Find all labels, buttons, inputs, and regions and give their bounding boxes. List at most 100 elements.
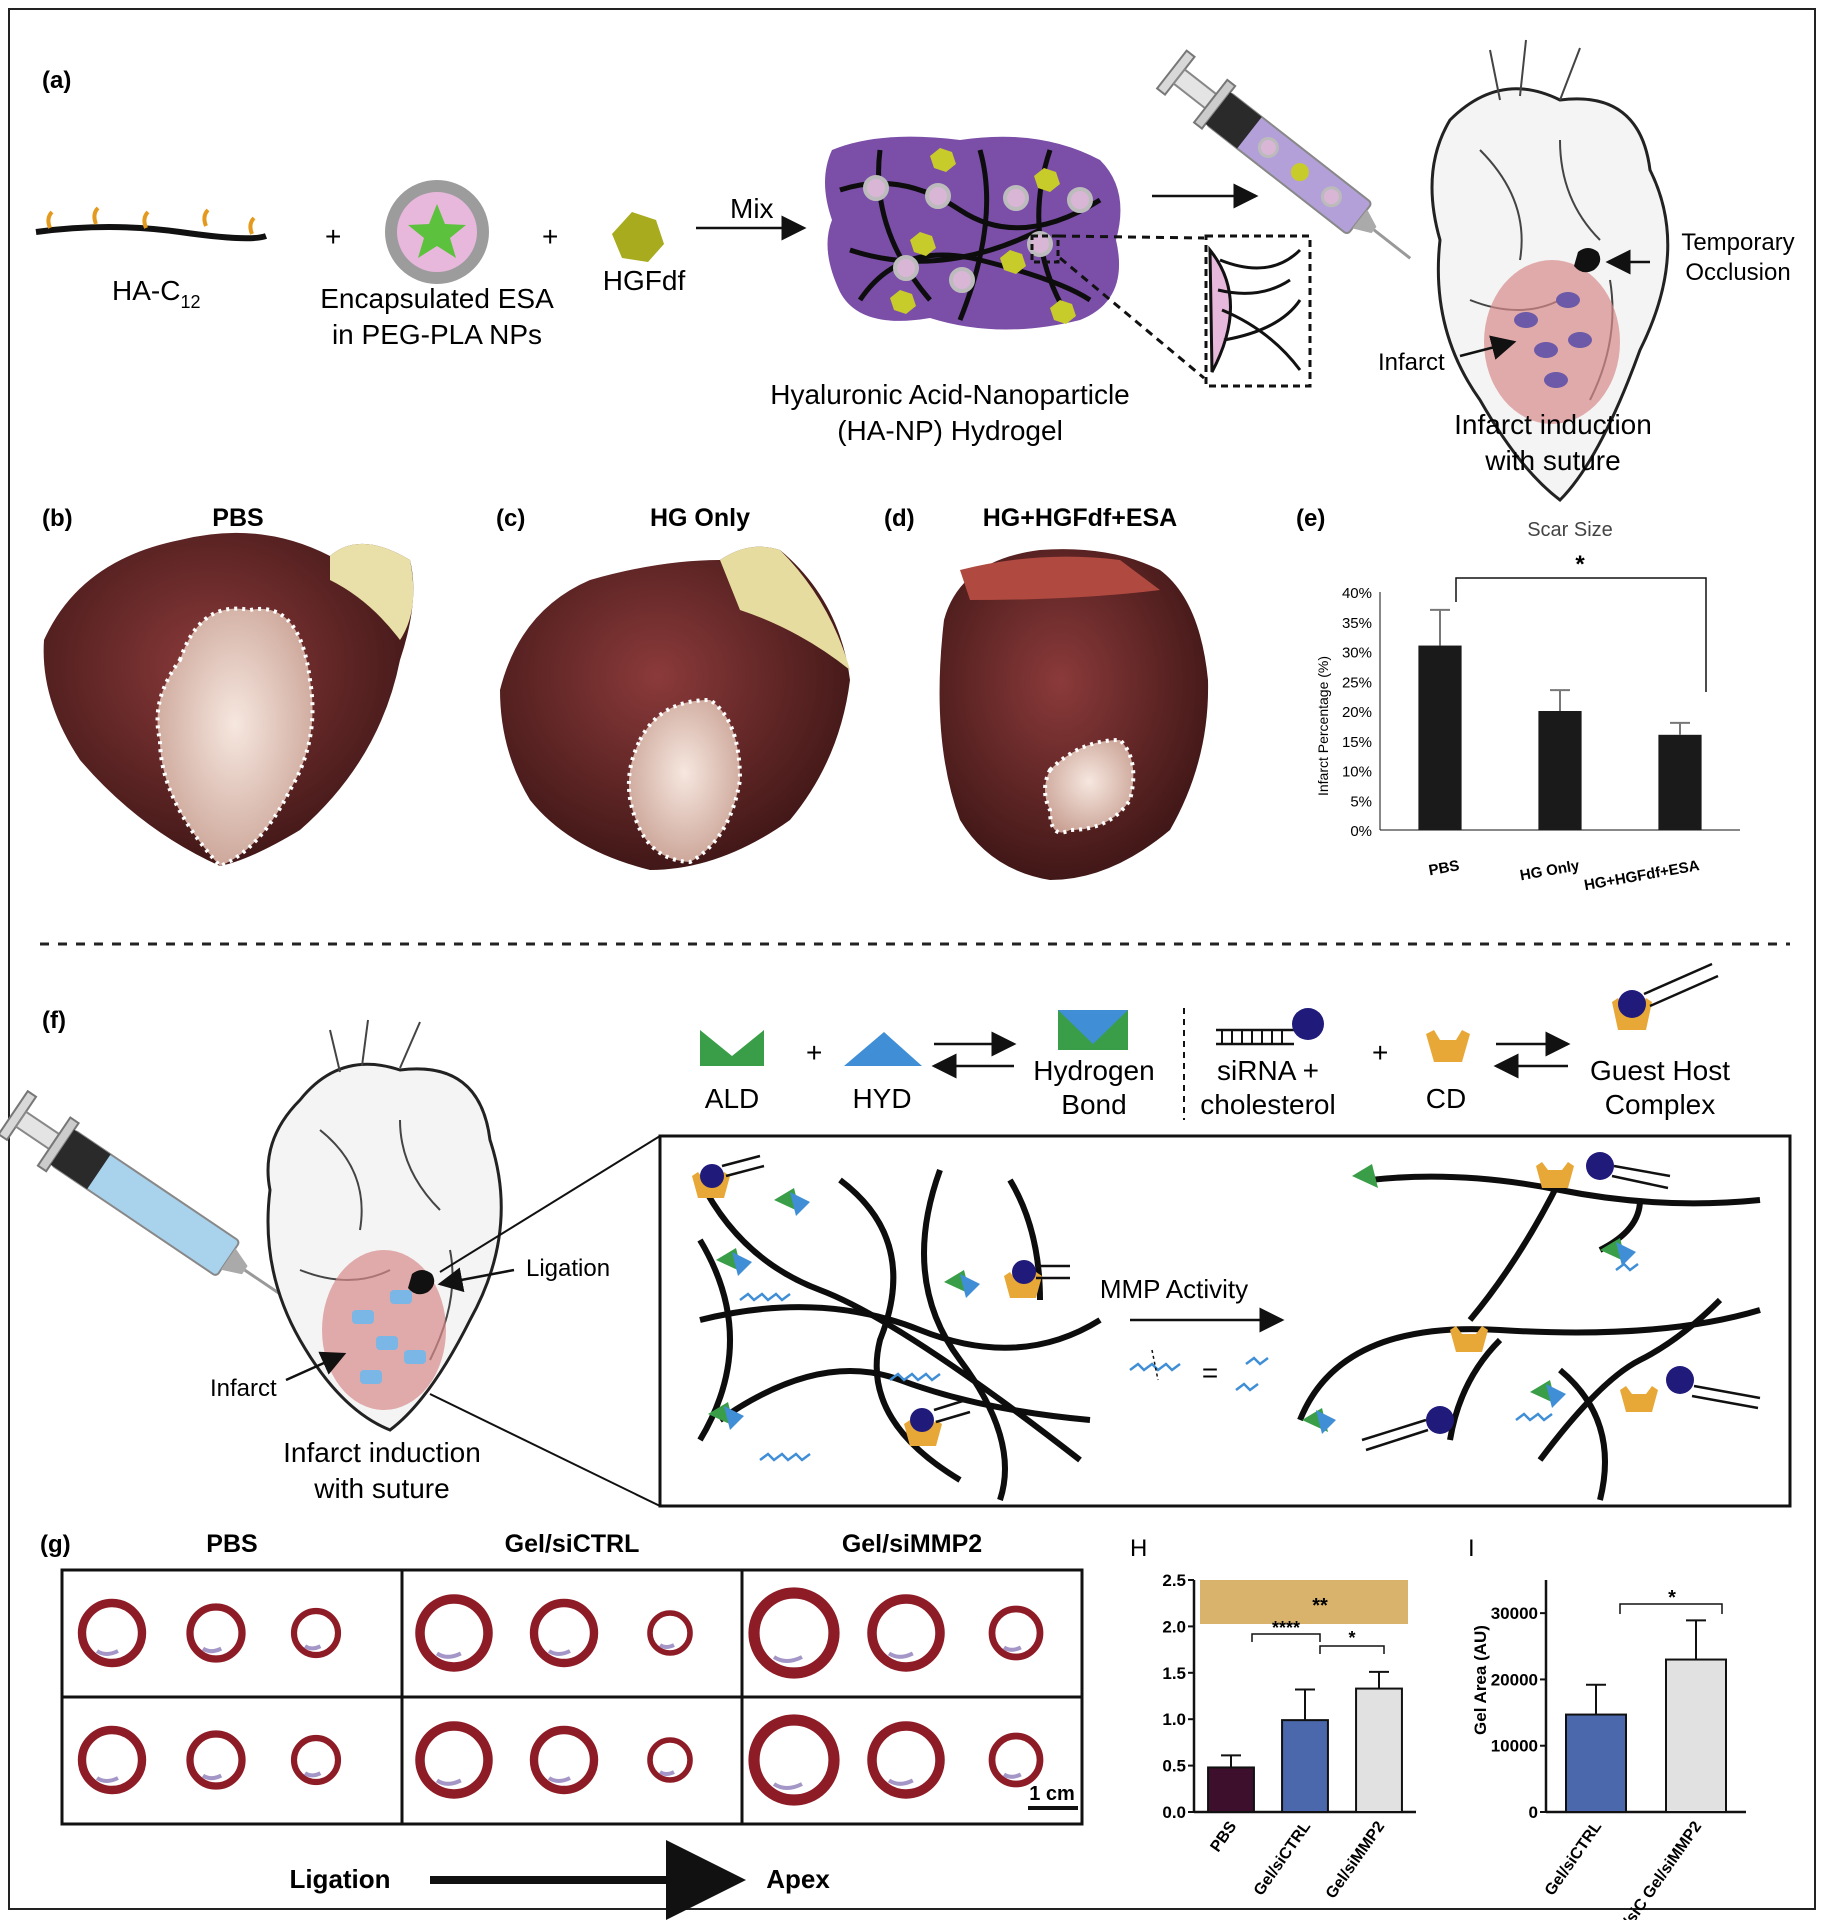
- chart-i-sig: *: [1668, 1587, 1676, 1609]
- tissue-section: [77, 1725, 147, 1795]
- scar-region: [201, 1773, 223, 1781]
- panel-label-c: (c): [496, 505, 525, 532]
- category-label: Gel/siC Gel/siMMP2: [1606, 1818, 1706, 1920]
- zoom-line-2: [1057, 234, 1205, 240]
- hyd-icon: [844, 1032, 922, 1066]
- syringe-icon-a: [1155, 49, 1412, 260]
- panel-label-g: (g): [40, 1531, 71, 1558]
- chart-h-sig-1: ****: [1272, 1618, 1300, 1638]
- category-label: HG+HGFdf+ESA: [1583, 857, 1701, 894]
- y-tick-label: 0.0: [1162, 1803, 1186, 1822]
- category-label: HG Only: [1519, 857, 1582, 884]
- infarct-label-a: Infarct: [1378, 349, 1445, 376]
- ha-c12-polymer: [35, 206, 268, 242]
- category-label: Gel/siCTRL: [1542, 1818, 1606, 1899]
- y-tick-label: 1.5: [1162, 1664, 1186, 1683]
- tissue-section: [867, 1594, 945, 1672]
- scar-region: [887, 1651, 914, 1659]
- syringe-icon-f: [0, 1089, 288, 1300]
- category-label: PBS: [1427, 857, 1460, 879]
- plus-sign-f2: +: [1372, 1037, 1388, 1068]
- mmp-activity-label: MMP Activity: [1100, 1274, 1248, 1304]
- scar-region: [95, 1649, 119, 1656]
- bar: [1418, 645, 1462, 830]
- category-label: Gel/siCTRL: [1251, 1818, 1315, 1899]
- scar-region: [658, 1770, 675, 1776]
- chart-i-sig-bracket: [1619, 1603, 1723, 1614]
- panel-label-f: (f): [42, 1007, 66, 1034]
- chart-i-ylabel: Gel Area (AU): [1471, 1625, 1490, 1735]
- tissue-section: [748, 1587, 840, 1679]
- hydrogel-label-line2: (HA-NP) Hydrogel: [837, 415, 1063, 446]
- zoom-line-f2: [429, 1393, 661, 1507]
- apex-axis-label: Apex: [766, 1864, 830, 1894]
- chart-h-sig-band: [1200, 1580, 1408, 1624]
- histology-title-pbs: PBS: [206, 1530, 257, 1558]
- heart-photo-pbs: [43, 532, 414, 869]
- chart-h-sig-band-label: **: [1312, 1595, 1328, 1617]
- tissue-section: [529, 1598, 599, 1668]
- hydrogel-label-line1: Hyaluronic Acid-Nanoparticle: [770, 379, 1130, 410]
- scar-region: [95, 1776, 119, 1783]
- plus-sign: +: [325, 221, 341, 252]
- bar: [1207, 1766, 1255, 1814]
- induction-label-a-line2: with suture: [1484, 445, 1620, 476]
- y-tick-label: 0.5: [1162, 1757, 1186, 1776]
- tissue-section: [186, 1603, 246, 1663]
- panel-label-i: I: [1468, 1535, 1475, 1562]
- tissue-section: [77, 1598, 147, 1668]
- plus-sign-2: +: [542, 221, 558, 252]
- zoom-line-1: [1059, 256, 1205, 380]
- tissue-section: [748, 1714, 840, 1806]
- panel-label-a: (a): [42, 67, 71, 94]
- hgfdf-label: HGFdf: [603, 265, 686, 296]
- chart-h-sig-2: *: [1348, 1628, 1355, 1648]
- histology-title-simmp2: Gel/siMMP2: [842, 1530, 982, 1558]
- ghc-label-line2: Complex: [1605, 1089, 1715, 1120]
- y-tick-label: 35%: [1342, 615, 1372, 632]
- hyd-label: HYD: [852, 1083, 911, 1114]
- y-tick-label: 0: [1529, 1803, 1538, 1822]
- bar: [1665, 1658, 1727, 1813]
- scar-region: [658, 1643, 675, 1649]
- panel-label-b: (b): [42, 505, 73, 532]
- panel-label-d: (d): [884, 505, 915, 532]
- scar-region: [1002, 1772, 1022, 1779]
- tissue-section: [988, 1605, 1044, 1661]
- y-tick-label: 40%: [1342, 585, 1372, 602]
- ald-icon: [700, 1030, 764, 1066]
- heart-photo-hg-only: [500, 546, 850, 870]
- scar-region: [547, 1649, 571, 1656]
- scar-region: [435, 1651, 462, 1659]
- scar-region: [772, 1655, 803, 1663]
- equals-sign: =: [1202, 1357, 1218, 1388]
- bar: [1565, 1713, 1627, 1814]
- y-tick-label: 0%: [1350, 823, 1372, 840]
- plus-sign-f1: +: [806, 1037, 822, 1068]
- temporary-occlusion-line2: Occlusion: [1685, 259, 1790, 286]
- zoom-line-f1: [439, 1135, 661, 1273]
- y-tick-label: 25%: [1342, 674, 1372, 691]
- tissue-section: [415, 1721, 493, 1799]
- hgfdf-icon: [612, 212, 664, 262]
- ligation-label: Ligation: [526, 1255, 610, 1282]
- tissue-section: [186, 1730, 246, 1790]
- hydrogel-network-box: [658, 1134, 1792, 1508]
- scar-region: [435, 1778, 462, 1786]
- histology-title-sictrl: Gel/siCTRL: [505, 1530, 640, 1558]
- photo-title-hg-hgfdf-esa: HG+HGFdf+ESA: [983, 504, 1177, 532]
- scar-region: [303, 1771, 322, 1778]
- chart-h-bracket-2: [1319, 1645, 1385, 1654]
- tissue-section: [647, 1610, 693, 1656]
- infarct-label-f: Infarct: [210, 1375, 277, 1402]
- y-tick-label: 30000: [1491, 1604, 1538, 1623]
- tissue-section: [290, 1734, 342, 1786]
- hydrogen-bond-icon: [1058, 1010, 1128, 1050]
- induction-label-f-line1: Infarct induction: [283, 1437, 481, 1468]
- chart-h-bracket-1: [1251, 1633, 1321, 1642]
- scar-region: [303, 1644, 322, 1651]
- hydrogen-bond-label-line1: Hydrogen: [1033, 1055, 1154, 1086]
